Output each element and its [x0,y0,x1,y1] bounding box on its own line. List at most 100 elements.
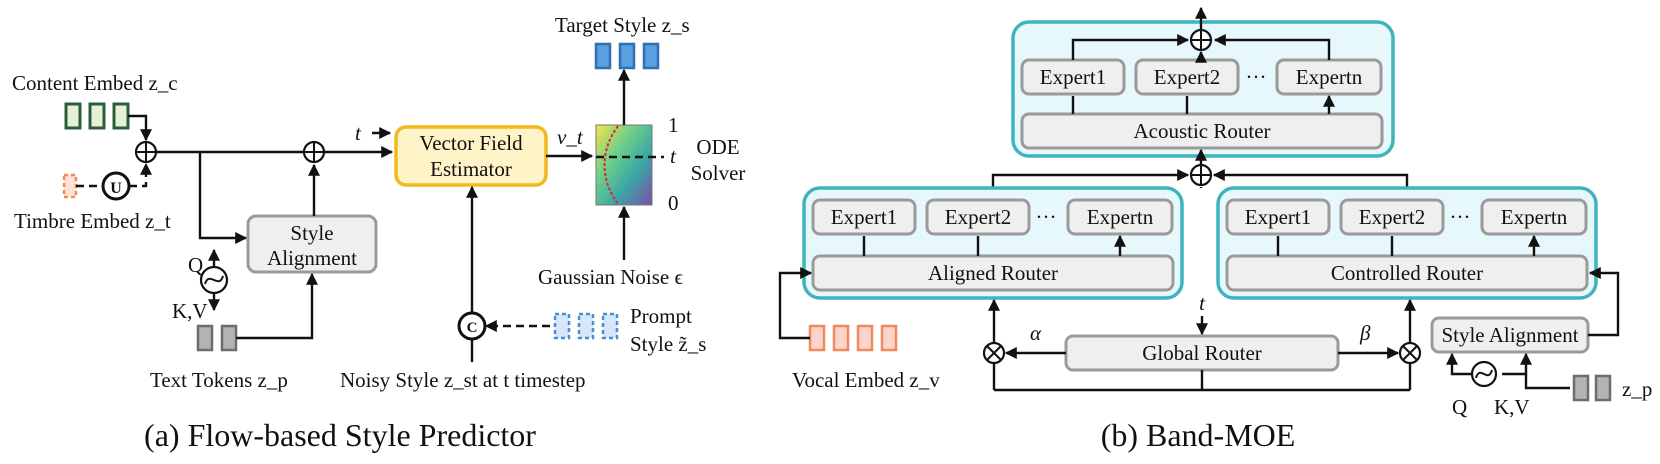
aligned-to-middle-sum [991,169,1190,188]
noisy-style-label: Noisy Style z_st at t timestep [340,368,586,392]
controlled-expertn: Expertn [1480,198,1588,236]
timbre-embed-label: Timbre Embed z_t [14,209,171,233]
panel-band-moe: Expert1 Expert2 ··· Expertn Acoustic Rou… [778,6,1652,453]
t-input-label: t [355,121,362,145]
global-t-label: t [1199,291,1206,315]
kv-b-label: K,V [1494,395,1530,419]
ode-tick-t: t [670,144,677,168]
acoustic-en-to-sum [1213,34,1331,60]
acoustic-router-arrows [1071,96,1329,114]
aligned-expert1-label: Expert1 [831,205,897,229]
attention-kv-arrow [1502,352,1532,376]
acoustic-expertn-label: Expertn [1296,65,1363,89]
acoustic-ellipsis: ··· [1246,65,1267,89]
attention-icon [199,265,229,295]
aligned-expert1: Expert1 [811,198,917,236]
beta-label: β [1359,321,1371,345]
union-to-sum-arrow [129,162,152,188]
vfe-label-1: Vector Field [419,131,523,155]
vt-label: v_t [557,125,584,149]
ode-tick-1: 1 [668,113,679,137]
aligned-expert2-label: Expert2 [945,205,1011,229]
alpha-label: α [1030,321,1042,345]
acoustic-expertn: Expertn [1275,58,1383,96]
zp-to-kv-line [1524,374,1570,390]
acoustic-expert2: Expert2 [1134,58,1240,96]
controlled-expert1: Expert1 [1225,198,1331,236]
prompt-label-1: Prompt [630,304,692,328]
acoustic-router-box: Acoustic Router [1020,112,1384,150]
content-embed-label: Content Embed z_c [12,71,178,95]
zp-tokens-b [1572,374,1612,402]
attention-icon-b [1470,360,1498,388]
style-alignment-label-2: Alignment [267,246,357,270]
concat-node: C [457,311,487,341]
vfe-label-2: Estimator [430,157,512,181]
vocal-to-aligned-arrow [778,267,813,340]
controlled-expertn-label: Expertn [1501,205,1568,229]
controlled-expert2-label: Expert2 [1359,205,1425,229]
aligned-expert2: Expert2 [925,198,1031,236]
controlled-router-label: Controlled Router [1331,261,1483,285]
middle-sum-node [1189,163,1213,187]
ode-label-1: ODE [696,135,739,159]
style-alignment-box-b: Style Alignment [1430,316,1590,354]
tokens-to-style-alignment-arrow [236,272,318,340]
attention-q-arrow [1446,352,1472,376]
content-to-sum-arrow [128,114,152,142]
vector-field-estimator-box: Vector Field Estimator [394,125,548,187]
controlled-ellipsis: ··· [1450,205,1471,229]
aligned-router-label: Aligned Router [928,261,1058,285]
zp-b-label: z_p [1622,377,1652,401]
acoustic-e1-to-sum [1071,34,1190,60]
panel-flow-style-predictor: Content Embed z_c U Timbre Embed z_t Sty… [12,13,745,453]
concat-symbol: C [467,320,478,336]
aligned-ellipsis: ··· [1036,205,1057,229]
acoustic-expert1: Expert1 [1020,58,1126,96]
content-embed-tokens [64,102,130,130]
alpha-multiply-node [982,341,1006,365]
controlled-router-box: Controlled Router [1225,254,1589,292]
ode-tick-0: 0 [668,191,679,215]
text-tokens [196,324,238,352]
acoustic-expert1-label: Expert1 [1040,65,1106,89]
aligned-router-arrows [862,236,1120,256]
kv-label: K,V [172,299,208,323]
gaussian-noise-label: Gaussian Noise ϵ [538,265,683,289]
controlled-to-middle-sum [1212,169,1409,188]
controlled-expert2: Expert2 [1339,198,1445,236]
beta-multiply-node [1398,341,1422,365]
q-label: Q [188,253,203,277]
branch-to-style-alignment [198,152,248,244]
acoustic-expert2-label: Expert2 [1154,65,1220,89]
prompt-style-tokens [553,312,619,340]
vocal-embed-tokens [808,324,898,352]
caption-a: (a) Flow-based Style Predictor [144,417,536,453]
text-tokens-label: Text Tokens z_p [150,368,288,392]
sum-node-1 [134,140,158,164]
style-alignment-box-a: Style Alignment [246,214,378,274]
acoustic-router-label: Acoustic Router [1133,119,1270,143]
style-alignment-label-1: Style [290,221,333,245]
target-style-label: Target Style z_s [555,13,690,37]
acoustic-sum-node [1189,28,1213,52]
global-router-label: Global Router [1142,341,1262,365]
sum-node-2 [302,140,326,164]
global-router-box: Global Router [1064,334,1340,372]
q-b-label: Q [1452,395,1467,419]
union-symbol: U [110,180,122,197]
prompt-label-2: Style z̃_s [630,332,706,356]
ode-label-2: Solver [691,161,746,185]
style-alignment-b-label: Style Alignment [1441,323,1578,347]
controlled-router-arrows [1276,236,1534,256]
ode-solver-plot [595,124,664,206]
aligned-expertn-label: Expertn [1087,205,1154,229]
vocal-embed-label: Vocal Embed z_v [792,368,940,392]
aligned-expertn: Expertn [1066,198,1174,236]
aligned-router-box: Aligned Router [811,254,1175,292]
controlled-expert1-label: Expert1 [1245,205,1311,229]
caption-b: (b) Band-MOE [1101,417,1296,453]
timbre-embed-token [62,173,78,199]
union-node: U [101,171,131,201]
